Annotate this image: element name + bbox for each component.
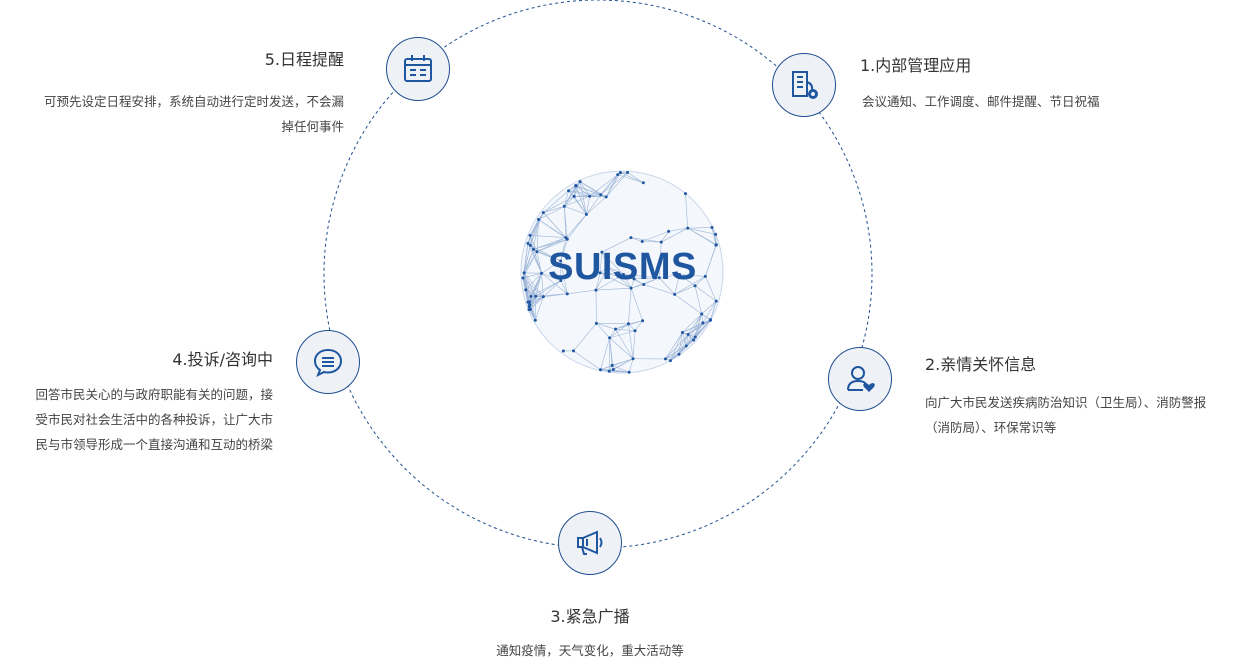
node-complaint-consult[interactable] — [296, 330, 360, 394]
node-5-desc: 可预先设定日程安排，系统自动进行定时发送，不会漏 掉任何事件 — [0, 89, 344, 139]
globe-dot — [701, 321, 704, 324]
globe-dot — [669, 359, 672, 362]
globe-dot — [595, 322, 598, 325]
globe-dot — [563, 205, 566, 208]
node-5-desc-line: 掉任何事件 — [0, 114, 344, 139]
globe-dot — [660, 241, 663, 244]
node-1-title: 1.内部管理应用 — [860, 55, 971, 77]
globe-dot — [567, 189, 570, 192]
globe-dot — [628, 371, 631, 374]
node-2-title: 2.亲情关怀信息 — [925, 354, 1036, 376]
globe-dot — [599, 368, 602, 371]
globe-dot — [599, 193, 602, 196]
node-2-desc: 向广大市民发送疾病防治知识（卫生局）、消防警报 （消防局）、环保常识等 — [925, 390, 1248, 440]
node-5-desc-line: 可预先设定日程安排，系统自动进行定时发送，不会漏 — [0, 89, 344, 114]
globe-dot — [529, 234, 532, 237]
globe-dot — [534, 295, 537, 298]
globe-dot — [632, 357, 635, 360]
globe-dot — [700, 312, 703, 315]
globe-dot — [562, 349, 565, 352]
globe-dot — [634, 329, 637, 332]
globe-dot — [542, 211, 545, 214]
globe-dot — [687, 333, 690, 336]
globe-dot — [715, 300, 718, 303]
globe-dot — [641, 240, 644, 243]
chat-bubble-icon — [311, 345, 345, 379]
globe-dot — [588, 195, 591, 198]
center-logo: SUISMS — [520, 246, 725, 289]
globe-dot — [528, 303, 531, 306]
globe-dot — [614, 328, 617, 331]
node-3-desc: 通知疫情，天气变化，重大活动等 — [440, 638, 740, 663]
node-4-desc-line: 回答市民关心的与政府职能有关的问题，接 — [0, 382, 273, 407]
globe-dot — [608, 370, 611, 373]
node-2-desc-line: 向广大市民发送疾病防治知识（卫生局）、消防警报 — [925, 390, 1248, 415]
globe-dot — [611, 364, 614, 367]
calendar-icon — [401, 52, 435, 86]
globe-dot — [641, 319, 644, 322]
globe-dot — [629, 236, 632, 239]
megaphone-icon — [573, 526, 607, 560]
globe-dot — [585, 213, 588, 216]
globe-dot — [579, 180, 582, 183]
globe-dot — [537, 218, 540, 221]
globe-dot — [534, 319, 537, 322]
globe-dot — [709, 319, 712, 322]
globe-dot — [686, 227, 689, 230]
globe-dot — [642, 181, 645, 184]
node-4-title: 4.投诉/咨询中 — [60, 349, 273, 371]
globe-dot — [574, 184, 577, 187]
globe-dot — [526, 301, 529, 304]
globe-dot — [527, 308, 530, 311]
globe-dot — [594, 289, 597, 292]
globe-dot — [529, 295, 532, 298]
node-5-title: 5.日程提醒 — [140, 49, 344, 71]
globe-dot — [612, 368, 615, 371]
globe-dot — [608, 336, 611, 339]
globe-dot — [694, 335, 697, 338]
globe-dot — [677, 353, 680, 356]
globe-dot — [572, 349, 575, 352]
node-2-desc-line: （消防局）、环保常识等 — [925, 415, 1248, 440]
globe-dot — [542, 295, 545, 298]
globe-dot — [573, 195, 576, 198]
node-family-care[interactable] — [828, 347, 892, 411]
node-schedule-reminder[interactable] — [386, 37, 450, 101]
globe-dot — [605, 195, 608, 198]
node-4-desc: 回答市民关心的与政府职能有关的问题，接 受市民对社会生活中的各种投诉，让广大市 … — [0, 382, 273, 457]
node-4-desc-line: 民与市领导形成一个直接沟通和互动的桥梁 — [0, 432, 273, 457]
globe-dot — [692, 338, 695, 341]
node-4-desc-line: 受市民对社会生活中的各种投诉，让广大市 — [0, 407, 273, 432]
globe-dot — [627, 322, 630, 325]
globe-dot — [526, 242, 529, 245]
globe-dot — [684, 192, 687, 195]
globe-dot — [685, 344, 688, 347]
globe-dot — [626, 171, 629, 174]
node-internal-management[interactable] — [772, 53, 836, 117]
building-gear-icon — [787, 68, 821, 102]
globe-dot — [616, 173, 619, 176]
node-1-desc: 会议通知、工作调度、邮件提醒、节日祝福 — [862, 89, 1100, 114]
globe-dot — [619, 171, 622, 174]
globe-dot — [564, 236, 567, 239]
globe-dot — [566, 292, 569, 295]
globe-dot — [714, 233, 717, 236]
globe-dot — [681, 331, 684, 334]
globe-dot — [664, 357, 667, 360]
user-heart-icon — [843, 362, 877, 396]
node-3-title: 3.紧急广播 — [490, 606, 690, 628]
node-emergency-broadcast[interactable] — [558, 511, 622, 575]
globe-dot — [667, 230, 670, 233]
globe-dot — [673, 293, 676, 296]
globe-dot — [711, 226, 714, 229]
